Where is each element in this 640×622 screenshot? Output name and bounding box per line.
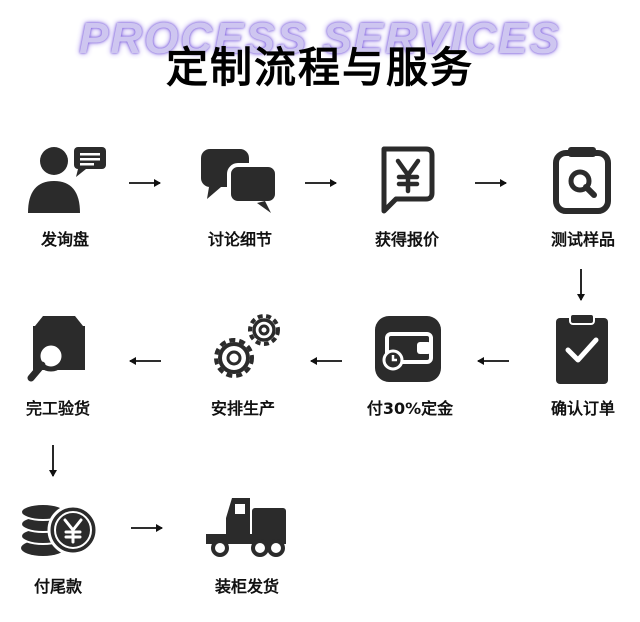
step-label: 完工验货 xyxy=(25,399,90,418)
step-production: 安排生产 xyxy=(178,312,308,419)
step-label: 付尾款 xyxy=(33,577,82,596)
arrow-right-icon xyxy=(131,524,163,532)
arrow-down-icon xyxy=(49,445,57,477)
step-deposit: 付30%定金 xyxy=(345,312,475,419)
step-quote: 获得报价 xyxy=(342,143,472,250)
arrow-right-icon xyxy=(129,179,161,187)
arrow-left-icon xyxy=(477,357,509,365)
step-inspection: 完工验货 xyxy=(0,312,123,419)
step-label: 安排生产 xyxy=(210,399,275,418)
box-inspect-icon xyxy=(27,316,85,382)
arrow-right-icon xyxy=(305,179,337,187)
step-label: 付30%定金 xyxy=(366,399,454,418)
step-shipping: 装柜发货 xyxy=(182,490,312,597)
step-label: 测试样品 xyxy=(550,230,615,249)
step-confirm: 确认订单 xyxy=(518,312,640,419)
discussion-bubbles-icon xyxy=(201,149,279,213)
sample-test-icon xyxy=(553,147,611,214)
step-sample: 测试样品 xyxy=(518,143,640,250)
step-label: 讨论细节 xyxy=(207,230,272,249)
arrow-left-icon xyxy=(129,357,161,365)
step-final-payment: 付尾款 xyxy=(0,490,123,597)
arrow-down-icon xyxy=(577,269,585,301)
step-label: 获得报价 xyxy=(374,230,439,249)
quote-yen-icon xyxy=(381,146,435,214)
inquiry-user-icon xyxy=(28,147,106,213)
background-title: PROCESS SERVICES xyxy=(79,14,561,63)
step-inquiry: 发询盘 xyxy=(0,143,130,250)
truck-icon xyxy=(206,498,286,557)
wallet-clock-icon xyxy=(375,316,441,382)
step-label: 发询盘 xyxy=(40,230,89,249)
clipboard-check-icon xyxy=(556,313,608,384)
gears-icon xyxy=(214,314,280,378)
step-label: 确认订单 xyxy=(550,399,615,418)
page-title: 定制流程与服务 xyxy=(165,43,474,92)
step-discuss: 讨论细节 xyxy=(175,143,305,250)
coins-yen-icon xyxy=(20,503,99,556)
arrow-left-icon xyxy=(310,357,342,365)
arrow-right-icon xyxy=(475,179,507,187)
step-label: 装柜发货 xyxy=(214,577,279,596)
